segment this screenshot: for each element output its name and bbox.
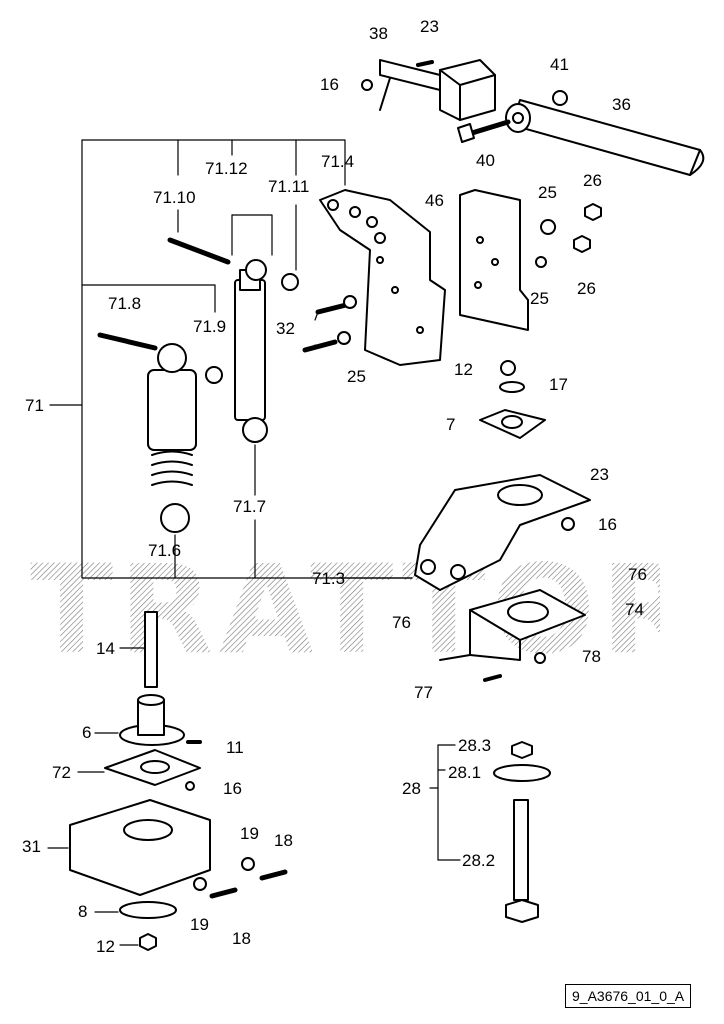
callout-8: 8 [78,902,88,921]
callout-25: 25 [530,289,549,308]
callout-78: 78 [582,647,601,666]
callout-74: 74 [625,600,644,619]
callout-19: 19 [190,915,209,934]
callout-16: 16 [598,515,617,534]
bracket-74 [439,589,586,682]
stabilizer-bar-assembly [361,59,705,176]
callout-25: 25 [538,183,557,202]
callout-71-3: 71.3 [312,569,346,588]
callout-77: 77 [414,683,433,702]
cab-mount-bracket [414,360,591,591]
callout-28-2: 28.2 [462,851,496,870]
callout-76: 76 [392,613,411,632]
callout-16: 16 [320,75,339,94]
callout-71-8: 71.8 [108,294,142,313]
bolt-kit-28 [493,741,551,923]
callout-71-7: 71.7 [233,497,267,516]
callout-18: 18 [232,929,251,948]
callout-12: 12 [96,937,115,956]
callout-71: 71 [25,396,44,415]
callout-19: 19 [240,824,259,843]
callout-46: 46 [425,191,444,210]
callout-23: 23 [590,465,609,484]
callout-71-4: 71.4 [321,152,355,171]
callout-71-11: 71.11 [268,177,310,196]
callout-25: 25 [347,367,366,386]
callout-31: 31 [22,837,41,856]
callout-14: 14 [96,639,115,658]
leader-lines [47,139,461,946]
callout-71-9: 71.9 [193,317,227,336]
callout-38: 38 [369,24,388,43]
callout-72: 72 [52,763,71,782]
callout-6: 6 [82,723,92,742]
callout-28: 28 [402,779,421,798]
lower-mount-parts [69,611,288,951]
callout-26: 26 [577,279,596,298]
callout-16: 16 [223,779,242,798]
callout-28-3: 28.3 [458,736,492,755]
bracket-plate [302,189,602,366]
callout-32: 32 [276,319,295,338]
callout-7: 7 [446,415,456,434]
callout-41: 41 [550,55,569,74]
shock-absorbers [97,237,299,533]
drawing-code: 9_A3676_01_0_A [565,984,692,1008]
callout-26: 26 [583,171,602,190]
callout-71-10: 71.10 [153,188,196,207]
callout-71-6: 71.6 [148,541,182,560]
callout-11: 11 [226,738,244,757]
callout-36: 36 [612,95,631,114]
callout-71-12: 71.12 [205,159,248,178]
callout-18: 18 [274,831,293,850]
callout-12: 12 [454,360,473,379]
callout-23: 23 [420,17,439,36]
callout-28-1: 28.1 [448,763,482,782]
callout-17: 17 [549,375,568,394]
callout-40: 40 [476,151,495,170]
callout-76: 76 [628,565,647,584]
